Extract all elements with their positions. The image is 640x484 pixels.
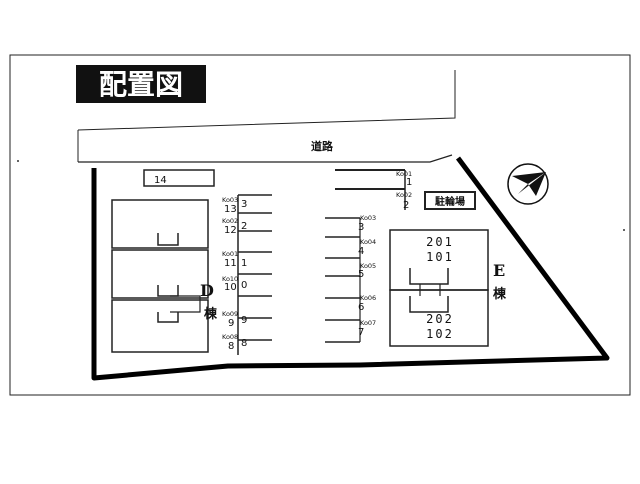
slot-mark: 3 (241, 199, 247, 210)
slot-number-14: 14 (154, 175, 167, 186)
slot-code: Ko09 (222, 310, 238, 318)
slot-number: 9 (228, 318, 234, 329)
slot-mark: 8 (241, 338, 247, 349)
slot-number: 5 (358, 269, 364, 280)
slot-number: 10 (224, 282, 237, 293)
north-arrow-icon (507, 163, 549, 205)
slot-code: Ko06 (360, 294, 376, 302)
road-label: 道路 (311, 139, 334, 153)
slot-number: 4 (358, 246, 364, 257)
parking-area-box (424, 191, 476, 210)
slot-code: Ko07 (360, 319, 376, 327)
slot-code: Ko10 (222, 275, 238, 283)
middle-parking-slots (325, 217, 361, 343)
building-d-units (111, 199, 209, 353)
slot-code: Ko05 (360, 262, 376, 270)
slot-code: Ko01 (396, 170, 412, 178)
outer-frame (9, 54, 631, 396)
title-block (76, 65, 206, 103)
page-title: 配置図 (99, 68, 183, 101)
building-e-letter: E (493, 261, 505, 280)
slot-code: Ko02 (396, 191, 412, 199)
room-number: 101 (426, 250, 454, 264)
left-parking-slots (238, 194, 272, 341)
room-number: 201 (426, 235, 454, 249)
slot-number: 13 (224, 204, 237, 215)
slot-code: Ko03 (222, 196, 238, 204)
road-edge-upper (77, 70, 456, 131)
room-number: 202 (426, 312, 454, 326)
building-d-letter: D (200, 281, 214, 300)
slot-mark: 9 (241, 315, 247, 326)
slot-number: 12 (224, 225, 237, 236)
building-d-kanji: 棟 (204, 306, 218, 322)
slot-number: 6 (358, 302, 364, 313)
building-e-kanji: 棟 (493, 286, 507, 302)
slot-mark: 2 (241, 221, 247, 232)
slot-code: Ko08 (222, 333, 238, 341)
slot-number: 11 (224, 258, 237, 269)
slot-number: 1 (406, 177, 412, 188)
slot-number: 2 (403, 200, 409, 211)
room-number: 102 (426, 327, 454, 341)
slot-number: 3 (358, 222, 364, 233)
slot-code: Ko04 (360, 238, 376, 246)
slot-code: Ko01 (222, 250, 238, 258)
parking-slot-14 (143, 169, 215, 187)
frame-mark (623, 229, 625, 231)
frame-mark (17, 160, 19, 162)
slot-number: 8 (228, 341, 234, 352)
site-boundary (91, 156, 610, 381)
slot-code: Ko03 (360, 214, 376, 222)
building-e-units (389, 229, 489, 347)
slot-code: Ko02 (222, 217, 238, 225)
slot-mark: 0 (241, 280, 247, 291)
road-edge-lower (78, 154, 453, 163)
slot-number: 7 (358, 327, 364, 338)
slot-mark: 1 (241, 258, 247, 269)
parking-label: 駐輪場 (435, 195, 465, 208)
